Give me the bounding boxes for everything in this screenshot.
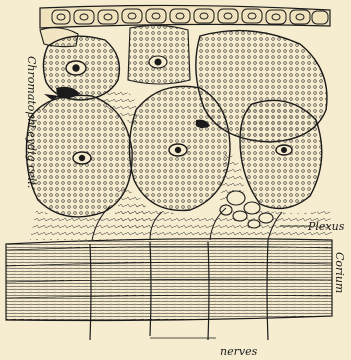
label-corium: Corium xyxy=(333,252,346,293)
epidermis-cell-row xyxy=(40,5,330,28)
label-leydig-cell: Leydig cell. xyxy=(25,123,38,188)
gland-cell-center xyxy=(129,86,230,210)
gland-cell-right xyxy=(240,100,322,208)
label-chromatoph: Chromatoph. xyxy=(25,56,38,129)
label-nerves: nerves xyxy=(220,345,258,358)
corium-band xyxy=(6,239,332,321)
label-plexus: Plexus xyxy=(307,220,345,233)
gland-cell-middle-left xyxy=(26,95,132,216)
